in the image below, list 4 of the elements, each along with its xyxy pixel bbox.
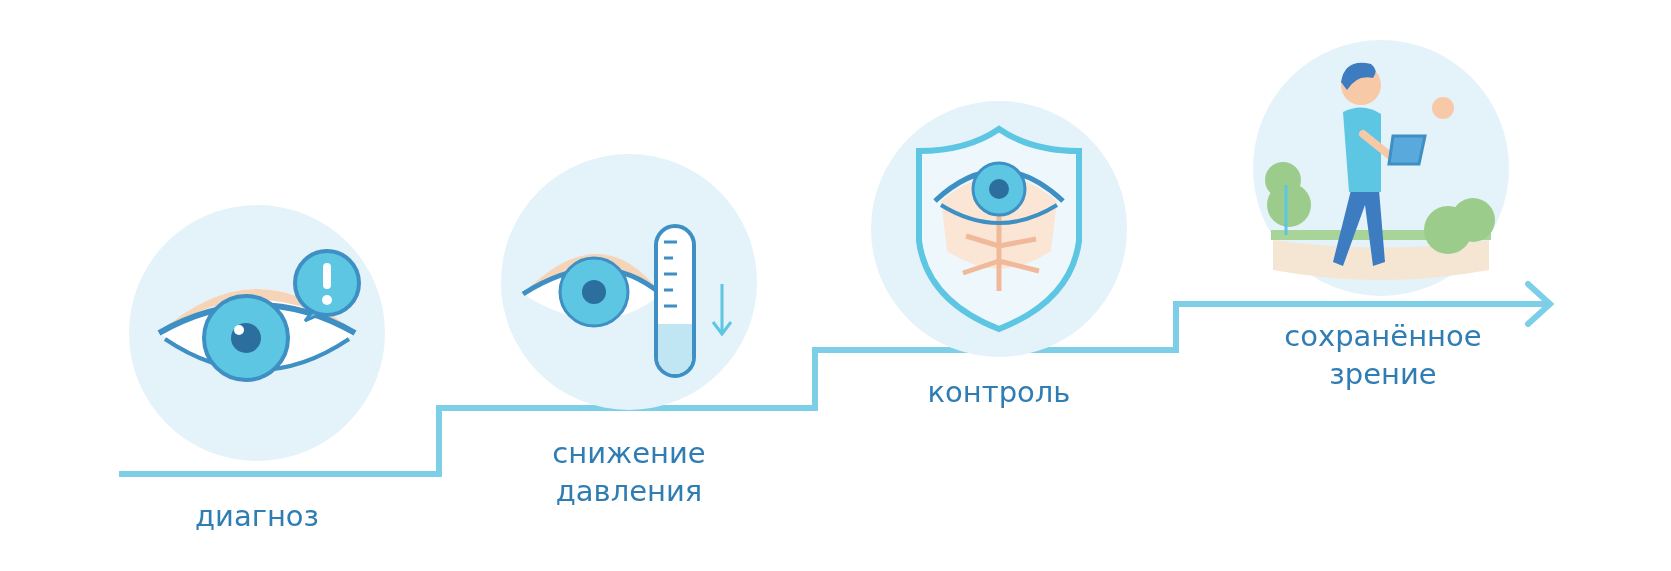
step-label: снижение давления (551, 435, 707, 510)
step-label: контроль (926, 374, 1072, 411)
step-label: диагноз (194, 498, 320, 535)
step-label: сохранённое зрение (1283, 318, 1483, 393)
